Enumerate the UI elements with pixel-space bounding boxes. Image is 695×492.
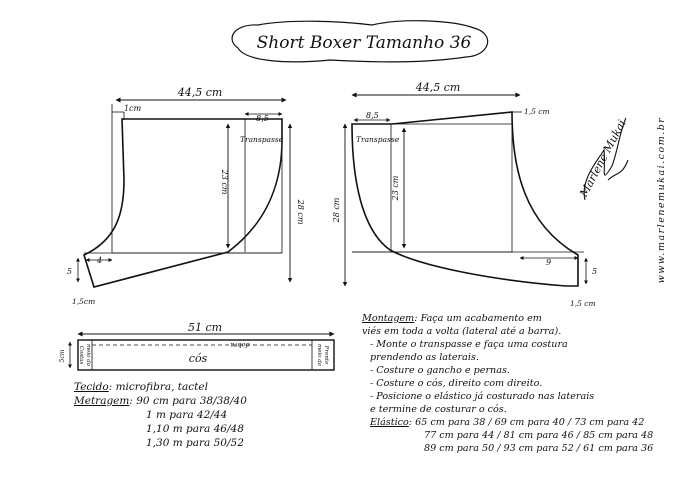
fabric-value: microfibra, tactel [115, 381, 208, 393]
assembly-intro-2: viés em toda a volta (lateral até a barr… [362, 326, 562, 337]
back-piece-outline [351, 111, 579, 287]
waistband-height-label: 5cm [59, 349, 66, 362]
page-title: Short Boxer Tamanho 36 [257, 33, 472, 53]
front-inner-height-label: 23 cm [220, 169, 229, 195]
front-top-right-label: 8,5 [256, 114, 269, 123]
back-transpasse-label: Transpasse [356, 135, 400, 144]
assembly-label: Montagem [362, 313, 415, 324]
yardage-line-3: 1,30 m para 50/52 [146, 437, 244, 449]
elastic-line-0: 65 cm para 38 / 69 cm para 40 / 73 cm pa… [415, 417, 645, 428]
fabric-info: Tecido: microfibra, tactel Metragem: 90 … [74, 380, 354, 450]
waistband-width-label: 51 cm [188, 321, 222, 334]
back-pattern-piece [342, 92, 588, 287]
waistband-outline [77, 339, 335, 371]
assembly-step-4: - Posicione o elástico já costurado nas … [370, 391, 595, 402]
yardage-line-2: 1,10 m para 46/48 [146, 423, 244, 435]
assembly-step-2: - Costure o gancho e pernas. [370, 365, 510, 376]
front-top-offset-label: 1cm [124, 104, 142, 113]
back-bottom-label: 1,5 cm [570, 299, 596, 308]
front-bottom-label: 1,5cm [72, 297, 95, 306]
front-reference-box [111, 104, 283, 254]
back-top-rise-label: 1,5 cm [524, 107, 550, 116]
waistband-piece [68, 331, 335, 371]
elastic-line-2: 89 cm para 50 / 93 cm para 52 / 61 cm pa… [424, 443, 654, 454]
fabric-label: Tecido [74, 381, 109, 393]
signature: Marlene Mukai [577, 118, 629, 201]
front-side-label: 5 [67, 267, 72, 276]
back-side-label: 5 [592, 267, 597, 276]
front-width-label: 44,5 cm [177, 86, 223, 99]
website-text: www.marlenemukai.com.br [656, 117, 667, 284]
back-inner-height-label: 23 cm [391, 175, 400, 201]
assembly-intro-1: Faça um acabamento em [420, 313, 542, 324]
front-piece-outline [83, 118, 283, 288]
elastic-label: Elástico [370, 417, 409, 428]
assembly-step-5: e termine de costurar o cós. [370, 404, 507, 415]
waistband-center-label: cós [189, 352, 208, 365]
yardage-label: Metragem [74, 395, 130, 407]
signature-text: Marlene Mukai [577, 118, 629, 200]
front-total-height-label: 28 cm [296, 199, 305, 225]
elastic-line-1: 77 cm para 44 / 81 cm para 46 / 85 cm pa… [424, 430, 654, 441]
waistband-left-label-2: Costas [78, 346, 84, 365]
assembly-step-3: - Costure o cós, direito com direito. [370, 378, 543, 389]
front-transpasse-label: Transpasse [240, 135, 284, 144]
back-width-label: 44,5 cm [415, 81, 461, 94]
assembly-step-0: - Monte o transpasse e faça uma costura [370, 339, 568, 350]
yardage-line-0: 90 cm para 38/38/40 [136, 395, 247, 407]
front-crotch-label: 4 [96, 256, 102, 265]
yardage-line-1: 1 m para 42/44 [146, 409, 228, 421]
title-cloud: Short Boxer Tamanho 36 [231, 20, 489, 63]
back-top-left-label: 8,5 [366, 111, 379, 120]
assembly-instructions: Montagem: Faça um acabamento em viés em … [362, 312, 692, 455]
back-crotch-label: 9 [546, 258, 551, 267]
front-pattern-piece [76, 97, 293, 288]
waistband-right-label-1: meio da [316, 344, 322, 366]
waistband-left-label-1: meio da [85, 344, 91, 366]
back-total-height-label: 28 cm [332, 197, 341, 223]
assembly-step-1: prendendo as laterais. [370, 352, 479, 363]
waistband-right-label-2: Frente [323, 345, 329, 365]
waistband-fold-label: dobra [230, 341, 249, 349]
